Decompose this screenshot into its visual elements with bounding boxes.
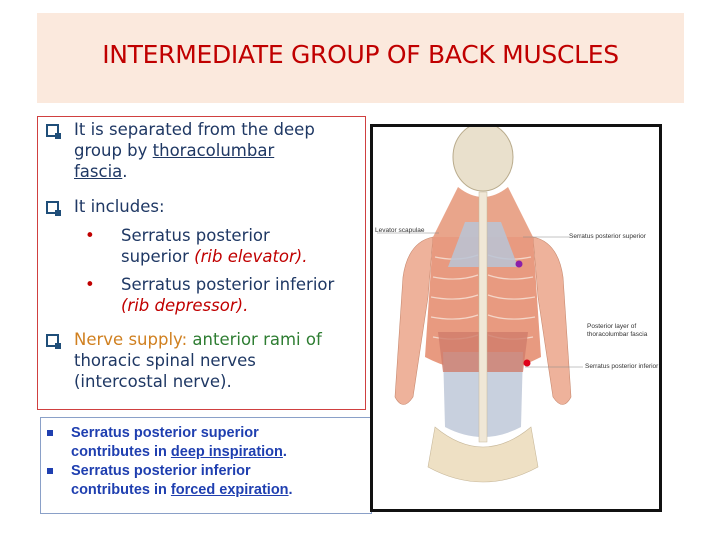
note-box: Serratus posterior superior contributes … bbox=[40, 417, 372, 514]
square-bullet-icon bbox=[47, 430, 53, 436]
sub-bullet-1-line-2: superior (rib elevator). bbox=[121, 247, 308, 266]
thoracolumbar-link: thoracolumbar bbox=[152, 141, 275, 160]
checkbox-bullet-icon bbox=[46, 201, 61, 216]
bullet-1-line-2: group by thoracolumbar bbox=[74, 141, 275, 160]
note-1-line-2: contributes in deep inspiration. bbox=[71, 444, 287, 460]
bullet-3-line-1: Nerve supply: anterior rami of bbox=[74, 330, 322, 349]
anatomy-figure: Levator scapulae Serratus posterior supe… bbox=[370, 124, 662, 512]
sub-bullet-1-line-1: Serratus posterior bbox=[121, 226, 270, 245]
bullet-3-line-3: (intercostal nerve). bbox=[74, 372, 232, 391]
title-band bbox=[37, 13, 684, 103]
sub-bullet-2-dot: • bbox=[85, 275, 95, 294]
figure-label-fascia-2: thoracolumbar fascia bbox=[587, 331, 648, 338]
checkbox-bullet-icon bbox=[46, 334, 61, 349]
marker-dot-inferior bbox=[523, 359, 531, 367]
bullet-3-line-2: thoracic spinal nerves bbox=[74, 351, 256, 370]
checkbox-bullet-icon bbox=[46, 124, 61, 139]
main-content-box: It is separated from the deep group by t… bbox=[37, 116, 366, 410]
figure-label-serratus-superior: Serratus posterior superior bbox=[569, 233, 646, 240]
note-2-line-2: contributes in forced expiration. bbox=[71, 482, 293, 498]
note-2-line-1: Serratus posterior inferior bbox=[71, 463, 251, 479]
fascia-link: fascia bbox=[74, 162, 123, 181]
square-bullet-icon bbox=[47, 468, 53, 474]
bullet-2: It includes: bbox=[74, 197, 165, 216]
back-muscles-illustration bbox=[377, 127, 583, 483]
sub-bullet-1-dot: • bbox=[85, 226, 95, 245]
sub-bullet-2-line-1: Serratus posterior inferior bbox=[121, 275, 335, 294]
figure-label-levator: Levator scapulae bbox=[375, 227, 425, 234]
bullet-1-line-3: fascia. bbox=[74, 162, 128, 181]
bullet-1-line-1: It is separated from the deep bbox=[74, 120, 315, 139]
sub-bullet-2-line-2: (rib depressor). bbox=[121, 296, 249, 315]
marker-dot-superior bbox=[515, 260, 523, 268]
figure-label-serratus-inferior: Serratus posterior inferior bbox=[585, 363, 659, 370]
figure-label-fascia-1: Posterior layer of bbox=[587, 323, 637, 330]
note-1-line-1: Serratus posterior superior bbox=[71, 425, 259, 441]
slide-title: INTERMEDIATE GROUP OF BACK MUSCLES bbox=[102, 40, 619, 69]
